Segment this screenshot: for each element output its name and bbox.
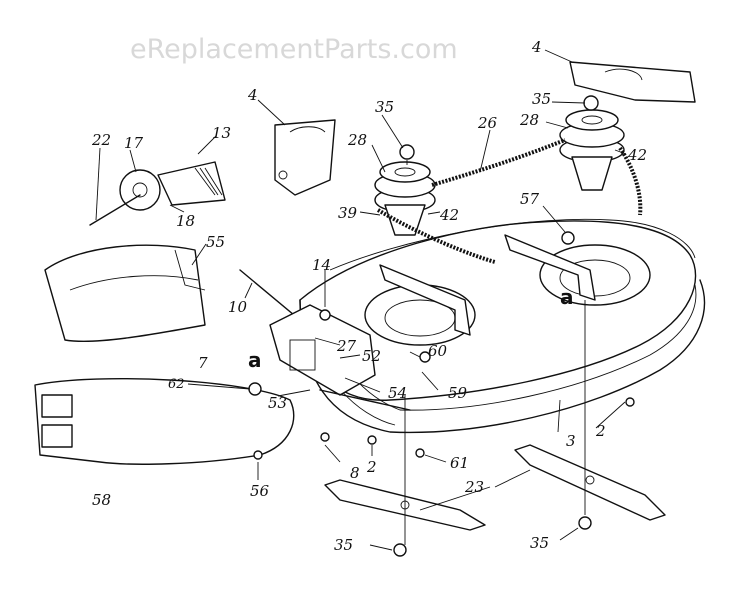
callout-14: 14	[312, 256, 331, 274]
callout-7: 7	[198, 354, 208, 372]
callout-53: 53	[268, 394, 287, 412]
blade-right	[514, 444, 666, 521]
mower-deck-housing	[299, 218, 706, 434]
callout-39: 39	[338, 204, 358, 222]
callout-28-left: 28	[347, 131, 367, 149]
callout-labels: 4 4 35 35 26 28 28 42 42 39 57 22 17 13 …	[91, 38, 647, 554]
callout-27: 27	[336, 337, 357, 355]
callout-62: 62	[168, 377, 185, 392]
callout-22: 22	[91, 131, 111, 149]
reference-marker-a-left: a	[248, 348, 262, 372]
callout-42-right: 42	[627, 146, 647, 164]
callout-54: 54	[388, 384, 407, 402]
baffle-left	[274, 119, 336, 196]
callout-2-right: 2	[595, 422, 606, 440]
left-pulley-assembly	[374, 144, 436, 236]
reference-marker-a-right: a	[560, 285, 574, 309]
callout-52: 52	[362, 347, 381, 365]
callout-4-right: 4	[531, 38, 542, 56]
callout-23: 23	[464, 478, 484, 496]
callout-56: 56	[250, 482, 270, 500]
callout-10: 10	[228, 298, 248, 316]
hardware	[253, 231, 635, 557]
baffle-right	[569, 61, 696, 103]
callout-55: 55	[206, 233, 225, 251]
watermark-text: eReplacementParts.com	[130, 34, 458, 65]
callout-13: 13	[212, 124, 231, 142]
callout-35-left: 35	[375, 98, 394, 116]
callout-28-right: 28	[519, 111, 539, 129]
callout-26: 26	[477, 114, 498, 132]
callout-18: 18	[176, 212, 195, 230]
callout-61: 61	[450, 454, 469, 472]
callout-35-bottom-left: 35	[334, 536, 353, 554]
callout-60: 60	[428, 342, 448, 360]
callout-57: 57	[520, 190, 540, 208]
leader-lines	[95, 49, 627, 551]
reference-markers: a a	[248, 285, 574, 372]
callout-2-center: 2	[366, 458, 377, 476]
callout-8: 8	[350, 464, 360, 482]
callout-4-left: 4	[247, 86, 258, 104]
callout-59: 59	[448, 384, 468, 402]
callout-35-bottom-right: 35	[530, 534, 549, 552]
idler-pulley-assembly	[89, 161, 226, 226]
callout-3: 3	[566, 432, 576, 450]
drive-belt	[376, 138, 643, 264]
callout-58: 58	[92, 491, 111, 509]
callout-17: 17	[124, 134, 144, 152]
discharge-chute	[44, 244, 206, 343]
gauge-wheel-bracket	[34, 377, 295, 465]
callout-42-left: 42	[439, 206, 459, 224]
right-pulley-assembly	[559, 95, 625, 191]
callout-35-right: 35	[532, 90, 551, 108]
front-bracket	[269, 304, 411, 411]
